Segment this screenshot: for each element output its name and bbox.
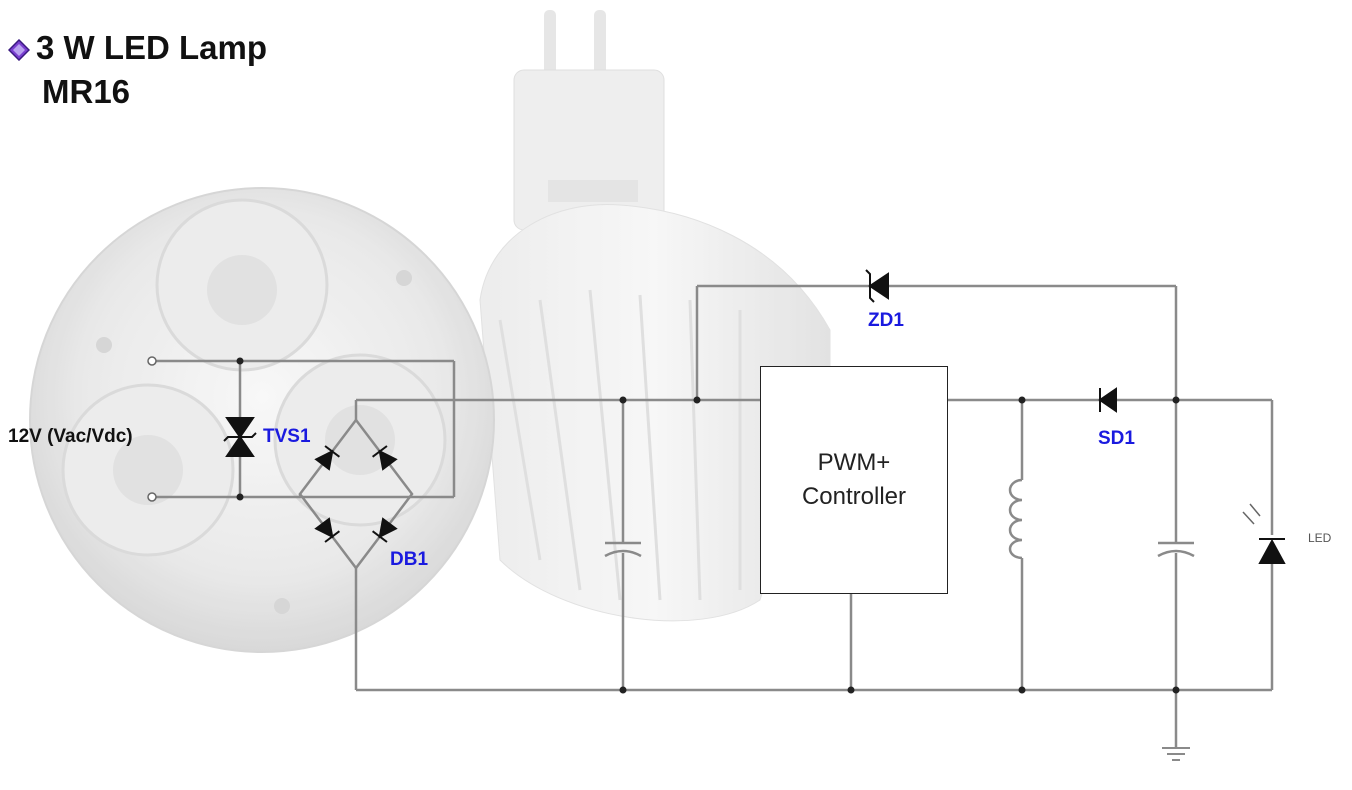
input-terminal-bottom bbox=[147, 492, 157, 502]
bridge-rectifier-symbol bbox=[314, 445, 398, 543]
led-symbol bbox=[1242, 503, 1286, 564]
junction-dots bbox=[236, 357, 1180, 694]
led-label: LED bbox=[1308, 531, 1332, 545]
sd1-label: SD1 bbox=[1098, 428, 1135, 449]
capacitor-symbol bbox=[604, 541, 1195, 558]
diamond-bullet-icon bbox=[8, 39, 30, 61]
controller-line2: Controller bbox=[801, 483, 907, 510]
input-terminal-top bbox=[147, 356, 157, 366]
wires bbox=[155, 284, 1274, 748]
page-title: 3 W LED Lamp MR16 bbox=[8, 26, 267, 114]
inductor-symbol bbox=[1008, 478, 1023, 560]
controller-line1: PWM+ bbox=[817, 449, 891, 476]
title-line1: 3 W LED Lamp bbox=[36, 29, 268, 66]
schottky-diode-symbol bbox=[1098, 387, 1117, 413]
db1-label: DB1 bbox=[390, 549, 429, 570]
pwm-controller-block: PWM+ Controller bbox=[760, 366, 948, 594]
title-line2: MR16 bbox=[42, 73, 131, 110]
tvs-diode-symbol bbox=[223, 417, 257, 457]
supply-label: 12V (Vac/Vdc) bbox=[8, 426, 133, 447]
tvs1-label: TVS1 bbox=[263, 426, 311, 447]
zd1-label: ZD1 bbox=[868, 310, 904, 331]
ground-symbol bbox=[1162, 747, 1190, 761]
zener-diode-symbol bbox=[865, 269, 889, 303]
